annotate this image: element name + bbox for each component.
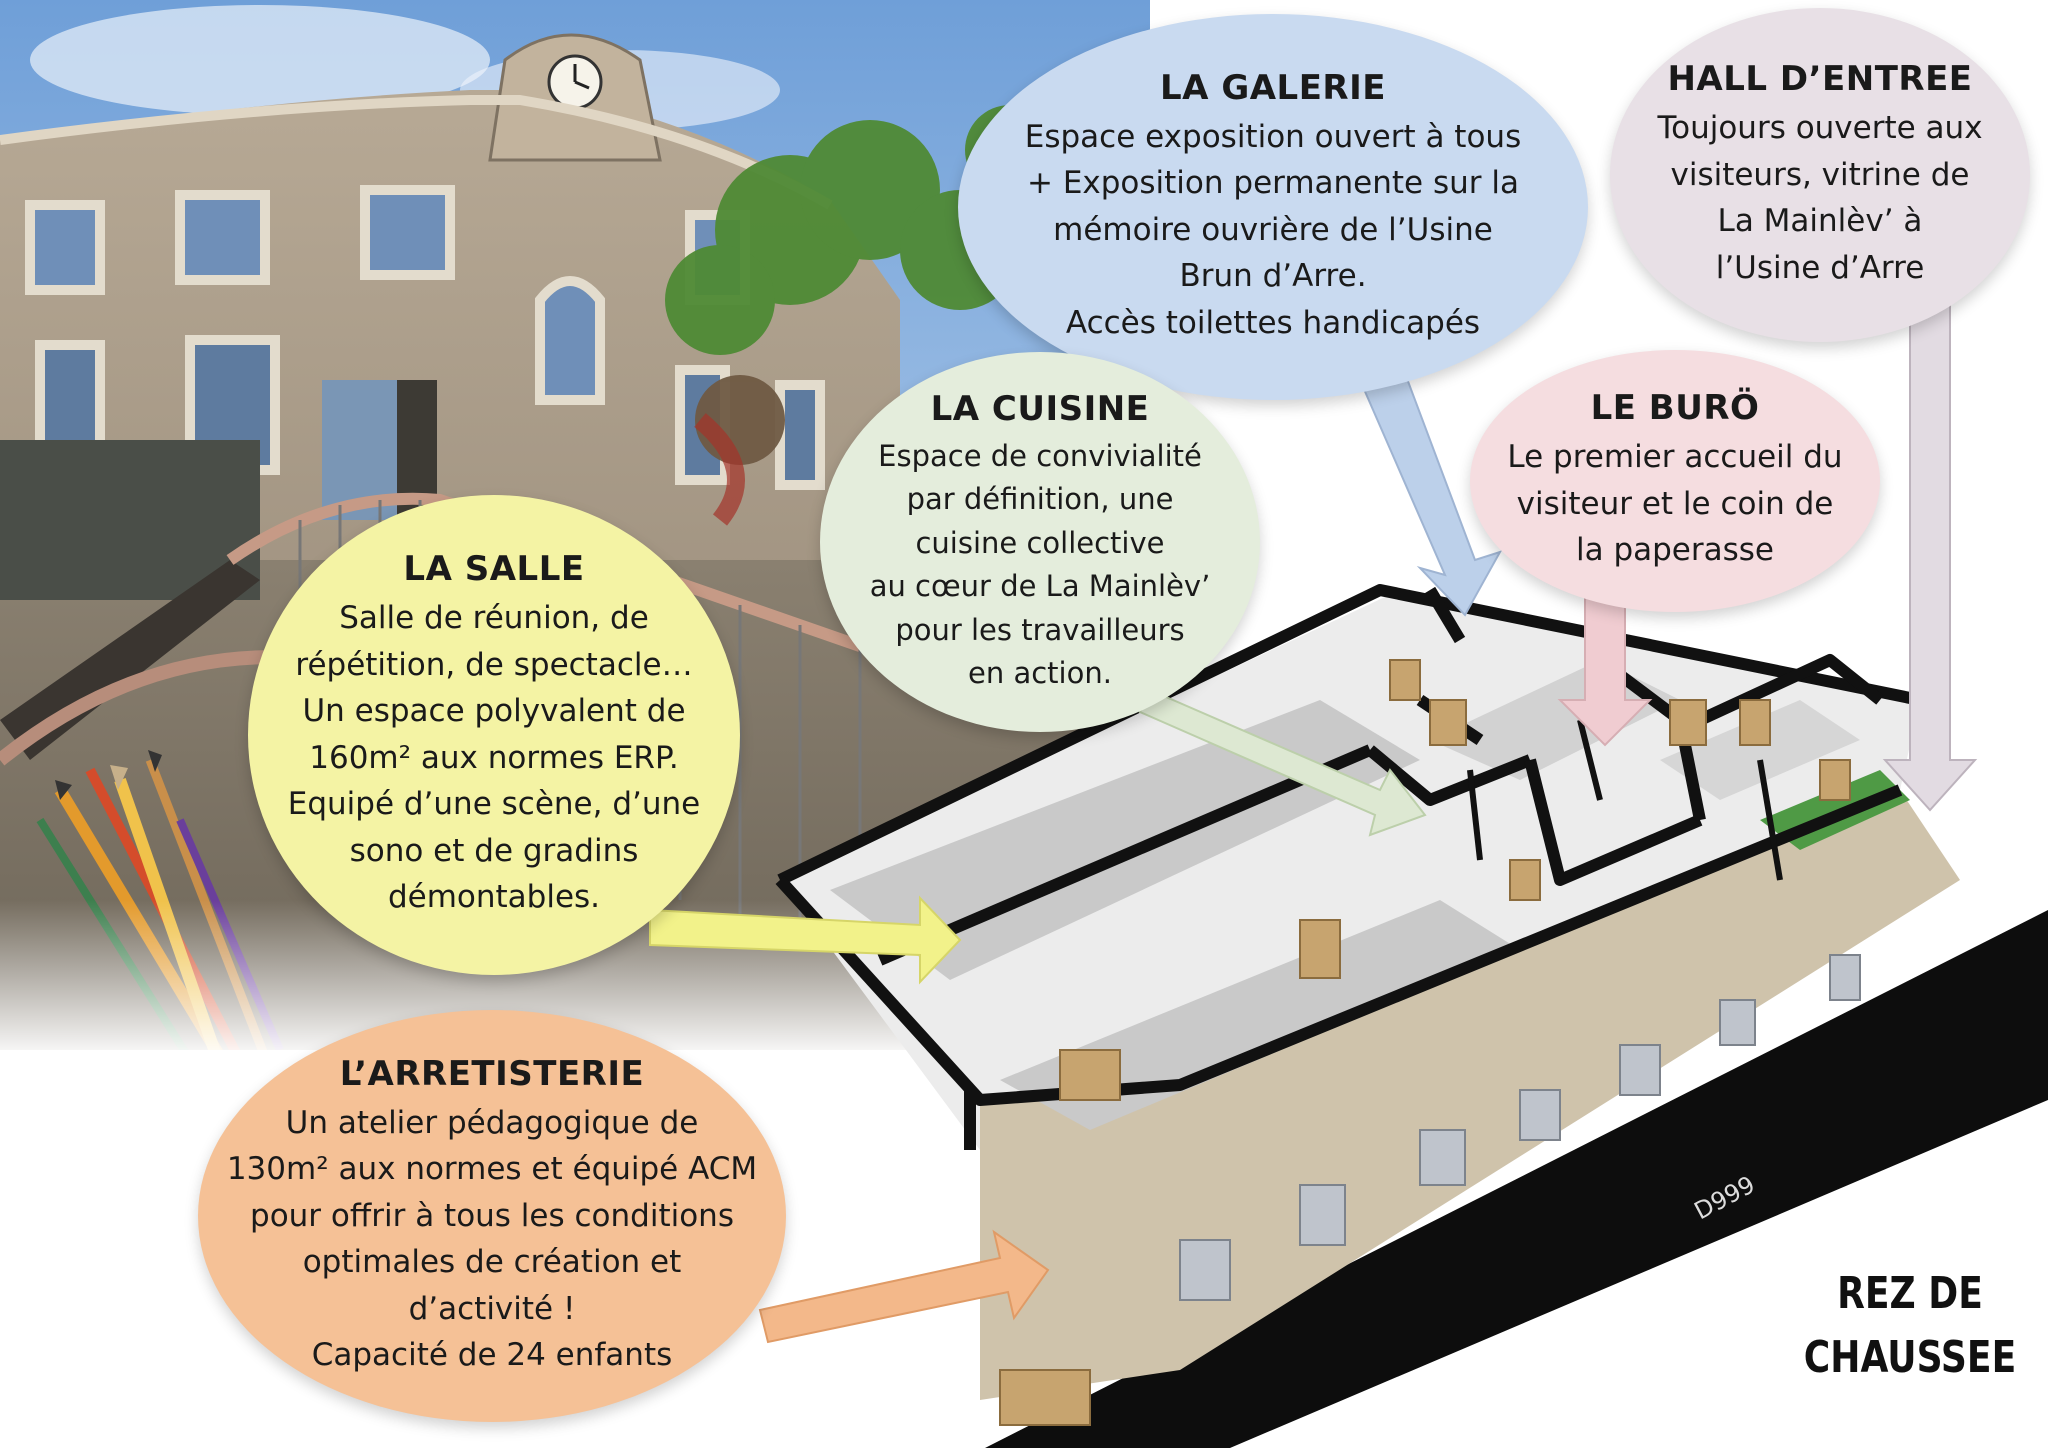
bubble-hall-entree-title: HALL D’ENTREE	[1667, 59, 1973, 99]
bubble-arretisterie-text: Un atelier pédagogique de 130m² aux norm…	[226, 1104, 758, 1374]
bubble-la-cuisine: LA CUISINE Espace de convivialité par dé…	[820, 352, 1260, 732]
pointer-arrows	[649, 269, 1978, 1344]
bubble-le-buro-title: LE BURÖ	[1590, 388, 1760, 429]
bubble-la-galerie: LA GALERIE Espace exposition ouvert à to…	[958, 14, 1588, 400]
floor-level-label: REZ DE CHAUSSEE	[1795, 1262, 2025, 1390]
bubble-arretisterie: L’ARRETISTERIE Un atelier pédagogique de…	[198, 1010, 786, 1422]
bubble-la-galerie-text: Espace exposition ouvert à tous + Exposi…	[1024, 118, 1522, 341]
bubble-la-salle-title: LA SALLE	[403, 549, 585, 590]
bubble-la-galerie-title: LA GALERIE	[1160, 67, 1386, 108]
bubble-hall-entree-text: Toujours ouverte aux visiteurs, vitrine …	[1657, 110, 1983, 286]
bubble-le-buro: LE BURÖ Le premier accueil du visiteur e…	[1470, 350, 1880, 612]
floor-level-label-line2: CHAUSSEE	[1803, 1331, 2017, 1383]
bubble-la-cuisine-title: LA CUISINE	[930, 388, 1150, 429]
bubble-hall-entree: HALL D’ENTREE Toujours ouverte aux visit…	[1610, 8, 2030, 342]
floor-level-label-line1: REZ DE	[1837, 1268, 1983, 1319]
bubble-arretisterie-title: L’ARRETISTERIE	[339, 1053, 645, 1094]
bubble-le-buro-text: Le premier accueil du visiteur et le coi…	[1507, 439, 1843, 569]
bubble-la-salle-text: Salle de réunion, de répétition, de spec…	[287, 600, 701, 916]
bubble-la-cuisine-text: Espace de convivialité par définition, u…	[869, 438, 1211, 691]
bubble-la-salle: LA SALLE Salle de réunion, de répétition…	[248, 495, 740, 975]
